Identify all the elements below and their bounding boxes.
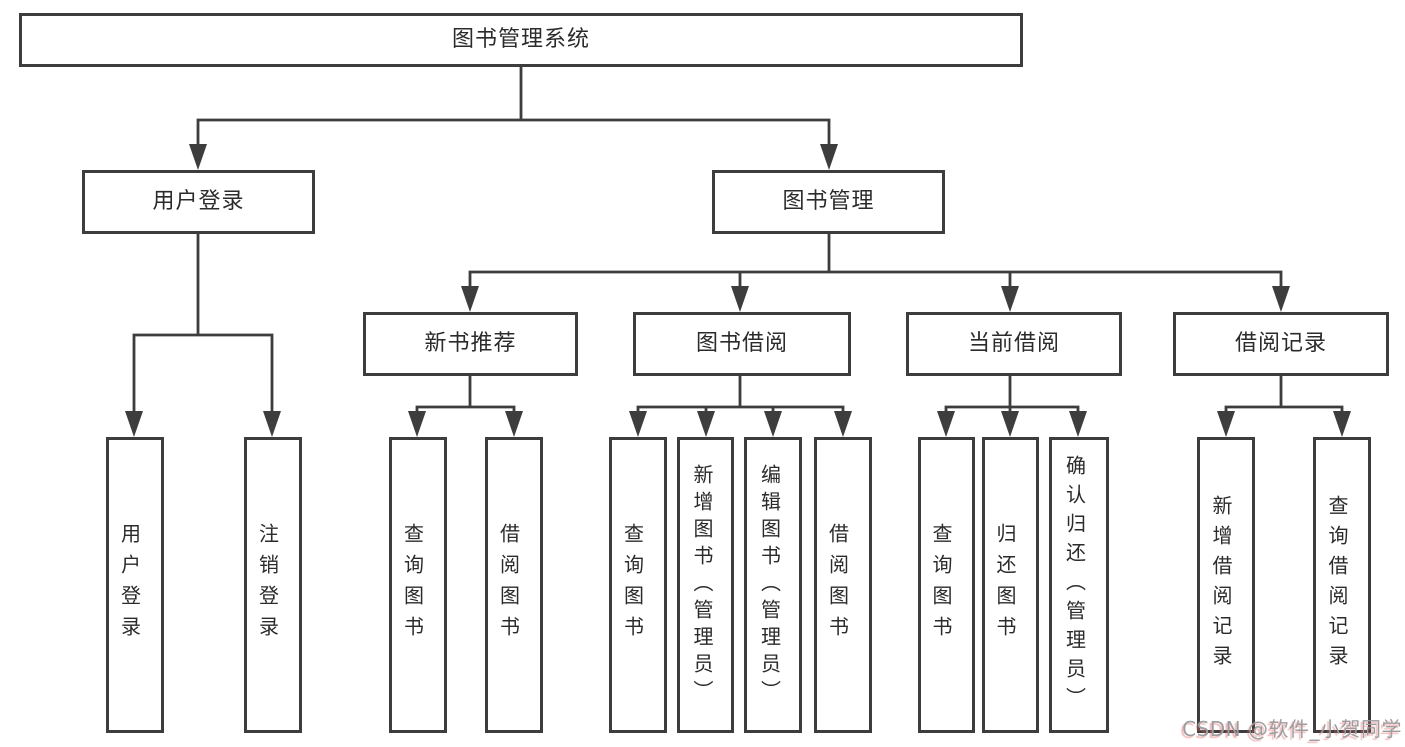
- node-label: 注销登录: [255, 523, 280, 647]
- node-borrow-books-recommend: 借阅图书: [485, 437, 543, 733]
- node-confirm-return-admin: 确认归还（管理员）: [1049, 437, 1109, 733]
- node-label: 新书推荐: [424, 330, 517, 356]
- arrowheads: [125, 144, 1351, 437]
- node-label: 查询图书: [929, 523, 953, 647]
- node-edit-book-admin: 编辑图书（管理员）: [744, 437, 802, 733]
- node-logout-leaf: 注销登录: [244, 437, 302, 733]
- node-label: 借阅图书: [825, 523, 850, 647]
- node-label: 用户登录: [117, 523, 142, 647]
- connector-user-login-children: [132, 234, 274, 419]
- connector-new-book-children: [415, 376, 516, 419]
- node-label: 图书借阅: [695, 330, 788, 356]
- node-user-login-leaf: 用户登录: [106, 437, 164, 733]
- node-label: 查询图书: [400, 523, 425, 647]
- node-label: 编辑图书（管理员）: [757, 463, 782, 707]
- node-label: 借阅图书: [496, 523, 521, 647]
- connector-book-management-children: [468, 234, 1283, 294]
- node-add-borrow-record: 新增借阅记录: [1197, 437, 1255, 733]
- node-borrow-books-leaf: 借阅图书: [814, 437, 872, 733]
- node-label: 借阅记录: [1234, 330, 1327, 356]
- node-label: 图书管理系统: [451, 26, 590, 52]
- node-label: 查询图书: [620, 523, 645, 647]
- node-book-borrow: 图书借阅: [633, 312, 851, 376]
- node-label: 新增借阅记录: [1209, 495, 1233, 675]
- node-borrow-records: 借阅记录: [1173, 312, 1389, 376]
- csdn-watermark: CSDN @软件_小贺同学: [1182, 717, 1402, 741]
- node-add-book-admin: 新增图书（管理员）: [677, 437, 734, 733]
- connector-borrow-records-children: [1224, 376, 1344, 419]
- node-label: 归还图书: [993, 523, 1017, 647]
- node-query-books-recommend: 查询图书: [389, 437, 447, 733]
- node-label: 图书管理: [782, 188, 875, 214]
- node-current-borrow: 当前借阅: [906, 312, 1122, 376]
- node-query-books-current: 查询图书: [918, 437, 975, 733]
- node-book-management: 图书管理: [712, 170, 945, 234]
- node-library-management-system: 图书管理系统: [19, 13, 1023, 67]
- node-return-book: 归还图书: [982, 437, 1039, 733]
- node-label: 确认归还（管理员）: [1062, 454, 1087, 716]
- node-user-login: 用户登录: [82, 170, 315, 234]
- node-label: 当前借阅: [967, 330, 1060, 356]
- node-label: 新增图书（管理员）: [690, 463, 714, 707]
- connector-root-to-level2: [196, 67, 831, 152]
- node-label: 用户登录: [152, 188, 245, 214]
- node-label: 查询借阅记录: [1325, 495, 1349, 675]
- connector-book-borrow-children: [636, 376, 845, 419]
- node-new-book-recommend: 新书推荐: [363, 312, 578, 376]
- node-query-books-borrow: 查询图书: [609, 437, 667, 733]
- node-query-borrow-record: 查询借阅记录: [1313, 437, 1371, 733]
